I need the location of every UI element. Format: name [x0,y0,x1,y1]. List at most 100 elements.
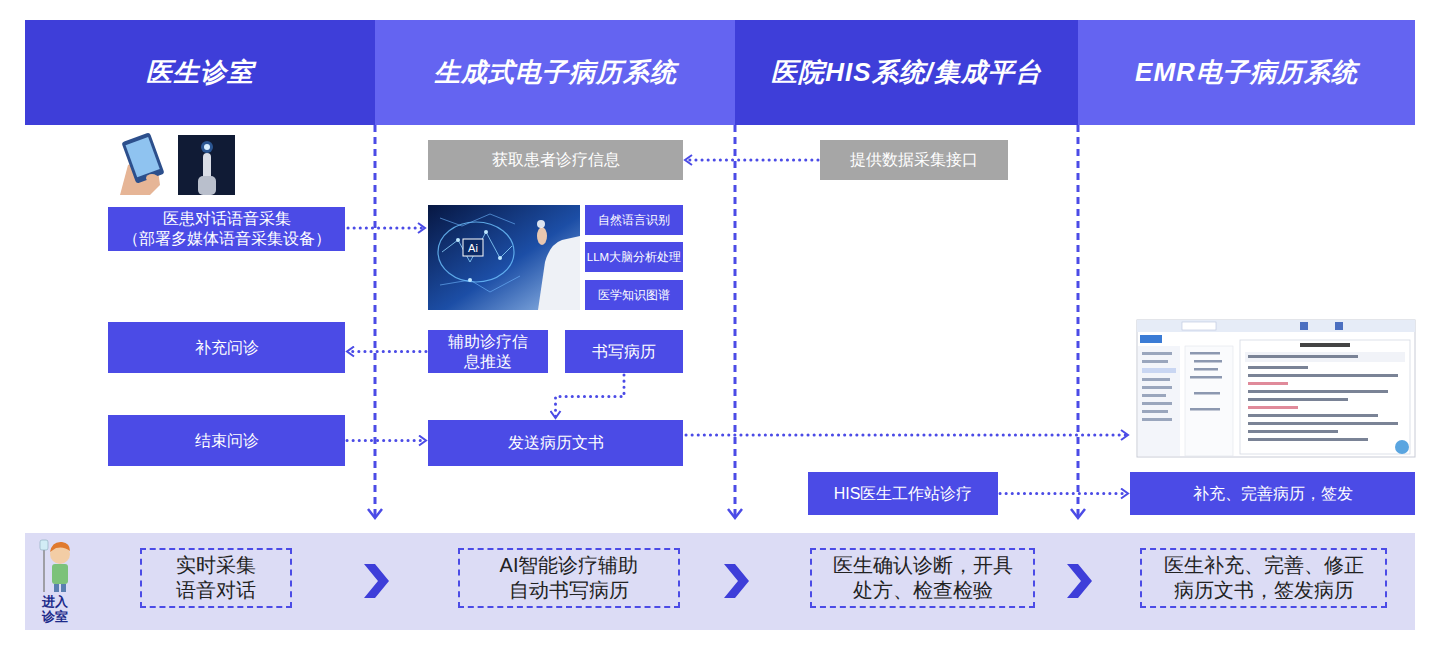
screen-line [1190,376,1222,379]
screen-line [1248,390,1388,393]
node-label: EMR电子病历系统 [1135,56,1358,89]
screen-heading [1300,343,1350,347]
flow-connector [347,439,426,442]
stage-box: 实时采集 语音对话 [140,548,292,608]
screen-tab [1182,322,1216,330]
screen-tree [1185,346,1233,456]
circuit-line [442,232,512,262]
tablet-body [121,132,164,184]
doctor-hand [537,227,547,245]
node-label: 补充、完善病历，签发 [1193,484,1353,504]
circuit-line [440,214,515,226]
node-label: 获取患者诊疗信息 [492,150,620,170]
column-separator [1077,125,1080,518]
node-label: 医患对话语音采集 （部署多媒体语音采集设备） [108,209,345,249]
stage-box: AI智能诊疗辅助 自动书写病历 [458,548,680,608]
screen-line [1248,366,1308,369]
node-label: 发送病历文书 [508,433,604,453]
node-label: 补充问诊 [195,338,259,358]
screen-logo [1140,335,1162,343]
flow-connector [1000,492,1128,495]
patient-leg [61,584,66,592]
hand-shape [198,176,216,195]
screen-line [1142,410,1168,413]
screen-toolbar [1137,320,1415,332]
screen-line [1142,352,1172,355]
node-label: LLM大脑分析处理 [587,250,681,264]
circuit-node [484,230,488,234]
screen-line [1142,360,1168,363]
node-label: 医生补充、完善、修正 病历文书，签发病历 [1142,553,1385,603]
circuit-node [468,278,472,282]
node-label: 医生诊室 [146,56,254,89]
screen-button [1395,440,1409,454]
data-box: 获取患者诊疗信息 [428,140,683,180]
circuit-node [498,256,502,260]
screen-line [1248,422,1398,425]
screen-line [1190,352,1220,355]
flow-arrow [348,227,425,230]
node-label: 自然语言识别 [598,213,670,227]
screen-sidebar [1138,346,1180,456]
touch-photo [178,135,235,195]
glow-dot [537,220,545,228]
column-separator [734,125,737,518]
screen-line [1194,360,1222,363]
finger-shape [203,153,211,183]
screen-line [1142,394,1166,397]
screen-line [1194,392,1220,395]
stage-box: 医生补充、完善、修正 病历文书，签发病历 [1140,548,1387,608]
screen-line [1142,378,1170,381]
hand-shape [120,160,160,195]
screen-line [1248,406,1298,409]
node-label: AI智能诊疗辅助 自动书写病历 [460,553,678,603]
process-box: 结束问诊 [108,415,345,466]
feature-box: LLM大脑分析处理 [585,242,683,272]
process-box: 辅助诊疗信 息推送 [428,330,548,373]
node-label: 医院HIS系统/集成平台 [771,56,1042,89]
feature-box: 医学知识图谱 [585,280,683,310]
column-separator [374,125,377,518]
flow-connector [685,159,818,162]
column-header: 生成式电子病历系统 [375,20,735,125]
node-label: 进入 诊室 [37,595,73,625]
step-chevron [364,564,389,598]
patient-leg [54,584,59,592]
ai-photo [428,205,580,310]
process-box: 发送病历文书 [428,420,683,466]
column-header: EMR电子病历系统 [1078,20,1415,125]
screen-line [1248,414,1378,417]
process-box: 补充问诊 [108,322,345,373]
screen-line [1142,418,1172,421]
screen-line [1248,355,1358,358]
circuit-node [456,238,460,242]
node-label: HIS医生工作站诊疗 [834,484,973,504]
screen-line [1248,430,1338,433]
node-label: 实时采集 语音对话 [142,553,290,603]
screen-line [1248,438,1368,441]
patient-body [52,564,68,584]
node-label: 提供数据采集接口 [850,150,978,170]
screen-row [1245,352,1405,362]
thumb-shape [146,174,158,182]
step-chevron [724,564,749,598]
screen-icon [1335,322,1343,330]
screen-icon [1300,322,1308,330]
emr-screenshot [1137,320,1415,457]
node-label: 结束问诊 [195,431,259,451]
stage-box: 医生确认诊断，开具 处方、检查检验 [810,548,1035,608]
stage-band: 进入 诊室 实时采集 语音对话 AI智能诊疗辅助 自动书写病历 医生确认诊断，开具 处… [25,533,1415,630]
screen-line [1248,374,1398,377]
step-chevron [1067,564,1092,598]
circuit-line [440,276,520,292]
screen-line [1142,368,1176,373]
screen-line [1248,398,1348,401]
column-header: 医生诊室 [25,20,375,125]
screen-line [1194,368,1218,371]
tablet-screen [126,137,160,177]
patient-head [50,544,70,564]
flow-connector [347,350,426,353]
node-label: 医生确认诊断，开具 处方、检查检验 [812,553,1033,603]
node-label: 医学知识图谱 [598,288,670,302]
